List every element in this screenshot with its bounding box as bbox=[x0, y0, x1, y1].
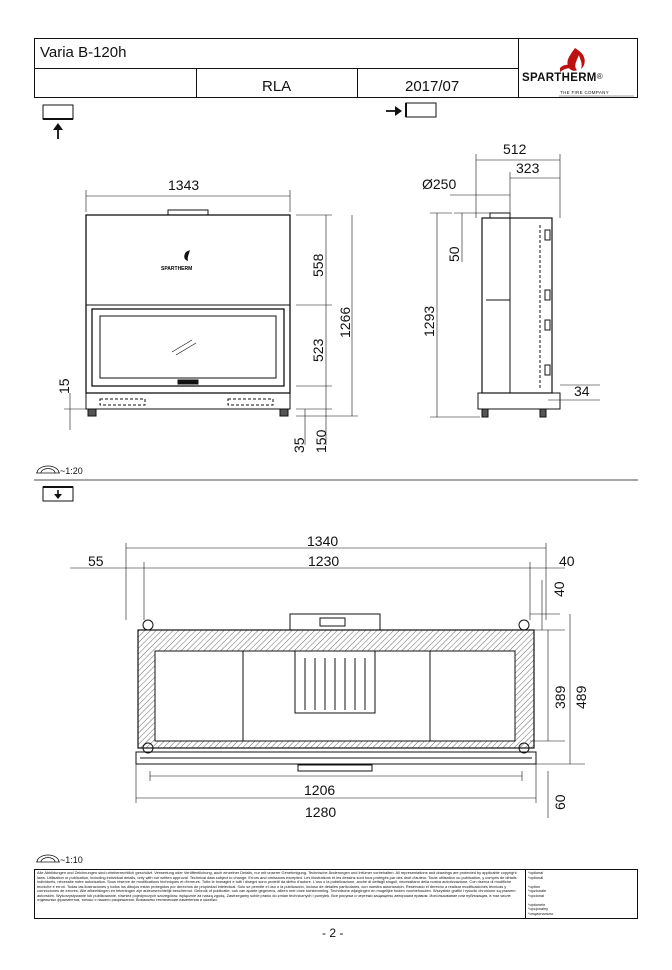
title-block-divider bbox=[357, 68, 359, 98]
flame-logo-icon bbox=[560, 48, 585, 72]
top-view bbox=[135, 613, 537, 772]
disclaimer-text: Alle Abbildungen und Zeichnungen sind ur… bbox=[37, 870, 517, 903]
dim-front-width: 1343 bbox=[168, 177, 200, 193]
title-block-divider bbox=[518, 38, 520, 98]
brand-name: SPARTHERM bbox=[522, 72, 597, 84]
dim-side-flue-offset: 323 bbox=[516, 160, 540, 176]
page-number: - 2 - bbox=[322, 926, 344, 940]
dim-top-outer-width: 1340 bbox=[307, 533, 339, 549]
view-front-indicator-icon bbox=[42, 104, 74, 139]
top-dimension-lines bbox=[70, 543, 585, 818]
revision-date: 2017/07 bbox=[405, 78, 460, 95]
disclaimer-divider bbox=[525, 869, 526, 919]
dim-side-front-depth: 34 bbox=[574, 383, 590, 399]
dim-side-flue-diameter: Ø250 bbox=[422, 176, 457, 192]
scale-top-icon bbox=[36, 854, 60, 863]
view-side-indicator-icon bbox=[386, 102, 437, 118]
front-dimension-lines bbox=[64, 190, 358, 445]
scale-top: ~1:10 bbox=[60, 855, 83, 865]
view-top-indicator-icon bbox=[42, 486, 74, 502]
scale-front: ~1:20 bbox=[60, 466, 83, 476]
dim-top-base-width: 1280 bbox=[305, 804, 337, 820]
front-view bbox=[85, 209, 291, 417]
side-dimension-lines bbox=[430, 154, 600, 418]
brand-logo: SPARTHERM® bbox=[522, 72, 603, 84]
dim-side-depth: 512 bbox=[503, 141, 527, 157]
title-block-divider bbox=[196, 68, 198, 98]
dim-top-right-offset: 40 bbox=[559, 553, 575, 569]
disclaimer-box bbox=[34, 869, 638, 919]
side-view bbox=[477, 212, 561, 418]
dim-top-inner-width: 1230 bbox=[308, 553, 340, 569]
registered-mark: ® bbox=[596, 72, 603, 81]
title-block-divider bbox=[34, 68, 518, 70]
front-emblem-text: SPARTHERM bbox=[161, 266, 192, 272]
scale-front-icon bbox=[36, 465, 60, 474]
dim-top-door-width: 1206 bbox=[304, 782, 336, 798]
dim-top-left-offset: 55 bbox=[88, 553, 104, 569]
model-code: RLA bbox=[262, 78, 292, 95]
brand-tagline: THE FIRE COMPANY bbox=[560, 90, 609, 95]
product-title: Varia B-120h bbox=[40, 44, 127, 61]
disclaimer-options: *optional *optional *option *opzionale *… bbox=[528, 870, 554, 916]
